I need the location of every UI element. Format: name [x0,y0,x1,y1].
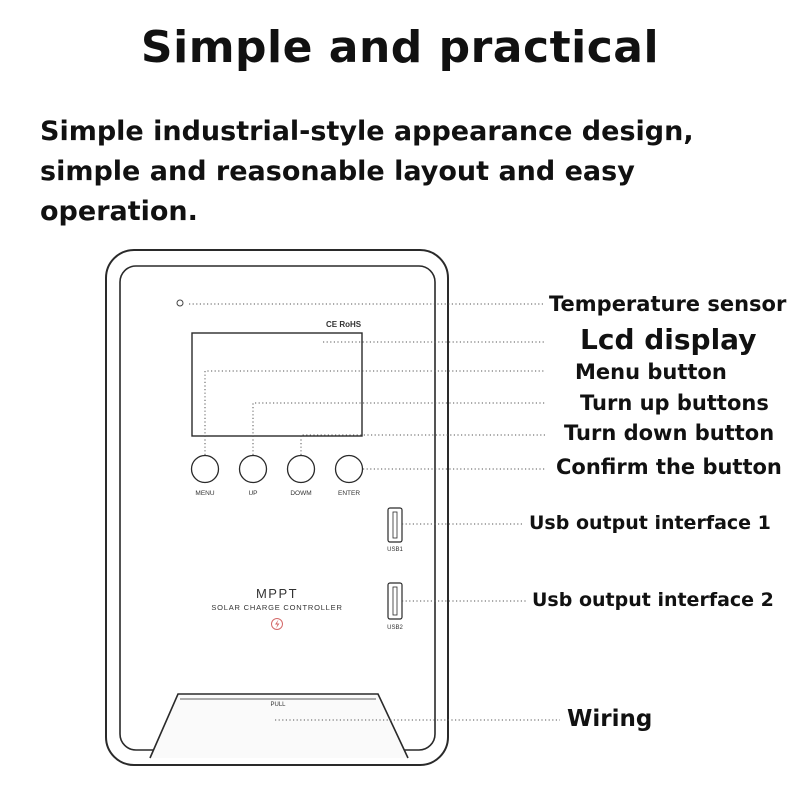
usb-port-1-caption: USB1 [387,547,403,553]
wiring-cover [149,693,409,759]
menu-button-caption: MENU [195,490,214,497]
usb-port-2-tongue [392,586,398,616]
lightning-icon [271,618,283,630]
callout-temperature-sensor: Temperature sensor [549,292,787,316]
callout-wiring: Wiring [567,706,653,732]
callout-lcd-display: Lcd display [580,323,757,356]
callout-usb-output-1: Usb output interface 1 [529,512,771,534]
enter-button-caption: ENTER [338,490,360,497]
up-button-caption: UP [248,490,257,497]
page-title: Simple and practical [140,22,660,73]
pull-caption: PULL [270,702,286,708]
callout-usb-output-2: Usb output interface 2 [532,589,774,611]
callout-menu-button: Menu button [575,360,727,384]
usb-port-1-tongue [392,511,398,539]
up-button[interactable] [238,454,268,484]
down-button-caption: DOWM [290,490,311,497]
ce-rohs-mark: CE RoHS [326,320,362,329]
callout-turn-down-button: Turn down button [564,421,775,445]
button-row: MENU UP DOWM ENTER [190,454,364,497]
lcd-screen [191,332,363,437]
enter-button[interactable] [334,454,364,484]
brand-mppt: MPPT [256,586,298,601]
intro-text: Simple industrial-style appearance desig… [40,116,694,227]
callout-turn-up-buttons: Turn up buttons [580,391,769,415]
temperature-sensor-dot [176,299,184,307]
callout-confirm-button: Confirm the button [556,455,782,479]
leader-menu [204,370,545,455]
menu-button[interactable] [190,454,220,484]
usb-port-2-caption: USB2 [387,625,403,631]
leader-lines [189,303,560,721]
down-button[interactable] [286,454,316,484]
product-name: SOLAR CHARGE CONTROLLER [211,603,342,612]
